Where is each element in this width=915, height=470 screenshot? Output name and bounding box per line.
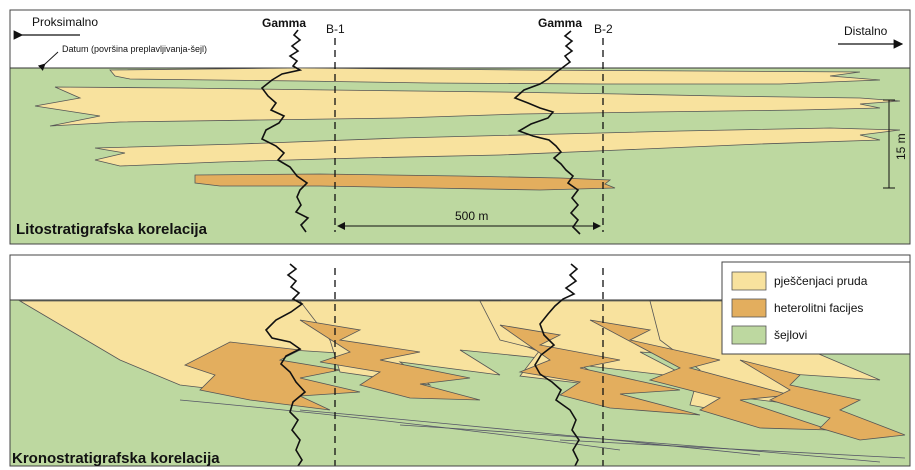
clinoform-het-2 (299, 319, 481, 401)
distance-label: 500 m (455, 209, 488, 223)
sand-body-2 (34, 86, 901, 127)
proximal-label: Proksimalno (32, 15, 98, 29)
clinoform-line-2 (299, 409, 761, 456)
bottom-panel-title: Kronostratigrafska korelacija (12, 450, 220, 467)
clinoform-line-4 (559, 439, 906, 459)
legend-label-sand: pješčenjaci pruda (774, 274, 868, 288)
legend-label-heterolithic: heterolitni facijes (774, 301, 863, 315)
well-b2-label: B-2 (594, 22, 613, 36)
thickness-label: 15 m (894, 133, 908, 160)
gamma-label-b2: Gamma (538, 16, 582, 30)
gamma-log-b1-bottom (264, 263, 307, 467)
gamma-label-b1: Gamma (262, 16, 306, 30)
clinoform-het-4 (589, 319, 831, 431)
top-panel-header (10, 10, 910, 68)
clinoform-het-5 (739, 359, 906, 441)
bottom-panel: pješčenjaci pruda heterolitni facijes še… (9, 254, 911, 467)
gamma-log-b2-bottom (534, 263, 580, 467)
clinoform-line-1 (179, 399, 621, 451)
top-panel-title: Litostratigrafska korelacija (16, 221, 208, 238)
well-b1-label: B-1 (326, 22, 345, 36)
gamma-log-b2 (513, 30, 581, 235)
distal-label: Distalno (844, 24, 888, 38)
top-panel: Proksimalno Distalno Datum (površina pre… (9, 9, 911, 245)
legend-swatch-heterolithic (731, 298, 767, 318)
datum-label: Datum (površina preplavljivanja-šejl) (62, 44, 207, 54)
legend-swatch-sand (731, 271, 767, 291)
sand-body-1 (109, 67, 881, 85)
legend: pješčenjaci pruda heterolitni facijes še… (721, 261, 911, 355)
legend-label-shale: šejlovi (774, 328, 807, 342)
datum-arrow (37, 51, 59, 71)
clinoform-line-3 (399, 424, 881, 463)
sand-body-3 (94, 127, 901, 167)
legend-swatch-shale (731, 325, 767, 345)
gamma-log-b1 (260, 29, 310, 233)
